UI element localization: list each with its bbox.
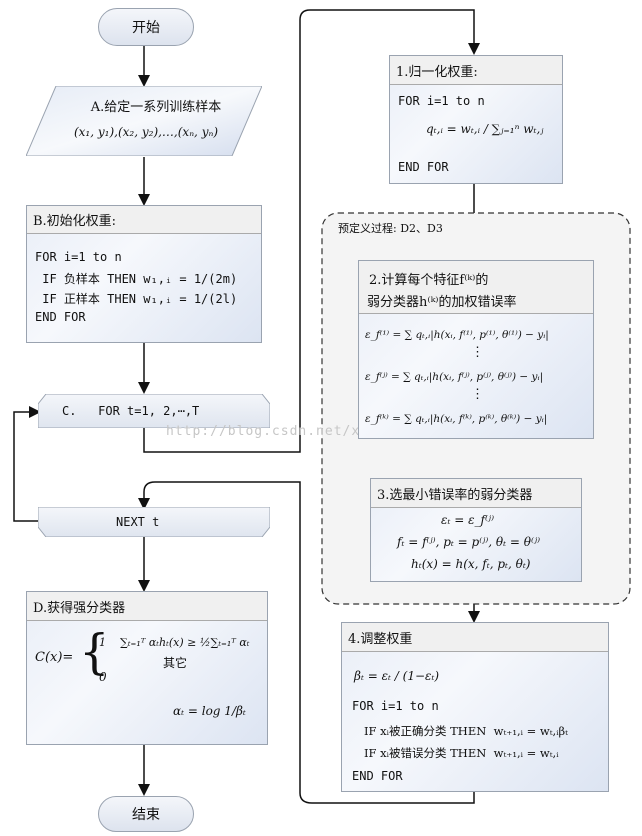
box-1-title: 1.归一化权重: xyxy=(390,56,562,85)
box-1-formula: qₜ,ᵢ = wₜ,ᵢ / ∑ⱼ₌₁ⁿ wₜ,ⱼ xyxy=(426,122,544,136)
box-b-code-1: FOR i=1 to n xyxy=(35,250,122,264)
box-d-case0: 0 xyxy=(99,670,107,684)
box-1-for: FOR i=1 to n xyxy=(398,94,485,108)
box-2-eq-3: ε_f⁽ᵏ⁾ = ∑ qₜ,ᵢ|h(xᵢ, f⁽ᵏ⁾, p⁽ᵏ⁾, θ⁽ᵏ⁾) … xyxy=(365,413,548,425)
box-a-title: A.给定一系列训练样本 xyxy=(90,100,222,115)
box-3-eq-3: hₜ(x) = h(x, fₜ, pₜ, θₜ) xyxy=(411,557,531,571)
box-a-samples: (x₁, y₁),(x₂, y₂),…,(xₙ, yₙ) xyxy=(73,125,219,139)
box-1-end: END FOR xyxy=(398,160,449,174)
box-2-eq-2: ε_f⁽ʲ⁾ = ∑ qₜ,ᵢ|h(xᵢ, f⁽ʲ⁾, p⁽ʲ⁾, θ⁽ʲ⁾) … xyxy=(365,371,544,383)
box-1: 1.归一化权重: FOR i=1 to n qₜ,ᵢ = wₜ,ᵢ / ∑ⱼ₌₁… xyxy=(389,55,563,184)
box-b: B.初始化权重: FOR i=1 to n IF 负样本 THEN w₁,ᵢ =… xyxy=(26,205,262,343)
box-4-for: FOR i=1 to n xyxy=(352,699,439,713)
box-2-dots-1: ⋮ xyxy=(471,345,484,360)
box-4: 4.调整权重 βₜ = εₜ / (1−εₜ) FOR i=1 to n IF … xyxy=(341,622,609,792)
box-2-title-1: 2.计算每个特征f⁽ᵏ⁾的 xyxy=(369,273,489,288)
box-b-title: B.初始化权重: xyxy=(27,206,261,234)
box-c-label: C. FOR t=1, 2,⋯,T xyxy=(62,404,200,418)
box-b-code-4: END FOR xyxy=(35,310,86,324)
start-label: 开始 xyxy=(132,20,160,36)
box-d-other: 其它 xyxy=(163,656,188,670)
next-t-shape xyxy=(38,507,270,537)
end-terminator: 结束 xyxy=(98,796,194,832)
box-3: 3.选最小错误率的弱分类器 εₜ = ε_f⁽ʲ⁾ fₜ = f⁽ʲ⁾, pₜ … xyxy=(370,478,582,582)
end-label: 结束 xyxy=(132,807,160,823)
box-d-brace: { xyxy=(79,624,110,680)
next-t-label: NEXT t xyxy=(116,515,160,529)
box-b-code-2: IF 负样本 THEN w₁,ᵢ = 1/(2m) xyxy=(35,272,238,286)
predef-label: 预定义过程: D2、D3 xyxy=(338,222,443,235)
box-c-shape xyxy=(38,394,270,428)
box-d-cx: C(x)= xyxy=(35,650,74,665)
box-2-eq-1: ε_f⁽¹⁾ = ∑ qₜ,ᵢ|h(xᵢ, f⁽¹⁾, p⁽¹⁾, θ⁽¹⁾) … xyxy=(365,329,549,341)
box-d: D.获得强分类器 C(x)= { 1 ∑ₜ₌₁ᵀ αₜhₜ(x) ≥ ½∑ₜ₌₁… xyxy=(26,591,268,745)
box-a-shape xyxy=(26,86,262,156)
box-3-eq-2: fₜ = f⁽ʲ⁾, pₜ = p⁽ʲ⁾, θₜ = θ⁽ʲ⁾ xyxy=(397,535,541,549)
box-2-title-2: 弱分类器h⁽ᵏ⁾的加权错误率 xyxy=(367,295,517,310)
box-d-case1: 1 ∑ₜ₌₁ᵀ αₜhₜ(x) ≥ ½∑ₜ₌₁ᵀ αₜ xyxy=(99,636,250,649)
box-4-beta: βₜ = εₜ / (1−εₜ) xyxy=(354,669,440,683)
box-2: 2.计算每个特征f⁽ᵏ⁾的 弱分类器h⁽ᵏ⁾的加权错误率 ε_f⁽¹⁾ = ∑ … xyxy=(358,260,594,439)
box-4-line-1: IF xᵢ被正确分类 THEN wₜ₊₁,ᵢ = wₜ,ᵢβₜ xyxy=(364,724,569,738)
box-3-title: 3.选最小错误率的弱分类器 xyxy=(371,479,581,508)
box-4-end: END FOR xyxy=(352,769,403,783)
start-terminator: 开始 xyxy=(98,8,194,46)
box-d-alpha: αₜ = log 1/βₜ xyxy=(173,704,246,718)
box-3-eq-1: εₜ = ε_f⁽ʲ⁾ xyxy=(441,513,495,527)
box-d-title: D.获得强分类器 xyxy=(27,592,267,621)
box-2-dots-2: ⋮ xyxy=(471,387,484,402)
box-b-code-3: IF 正样本 THEN w₁,ᵢ = 1/(2l) xyxy=(35,292,238,306)
box-4-title: 4.调整权重 xyxy=(342,623,608,652)
box-4-line-2: IF xᵢ被错误分类 THEN wₜ₊₁,ᵢ = wₜ,ᵢ xyxy=(364,746,559,760)
